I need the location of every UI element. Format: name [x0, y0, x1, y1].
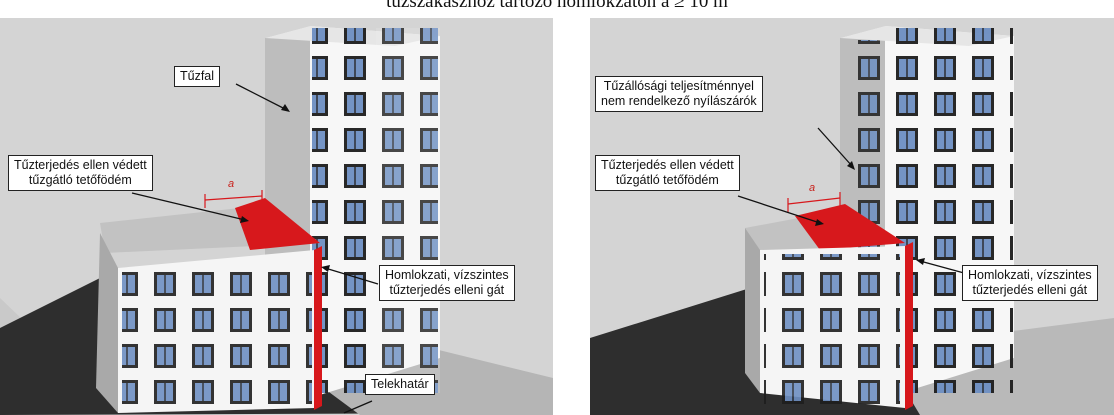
right-fire-protected-roof: [795, 204, 905, 250]
figure-caption: tűzszakaszhoz tartozó homlokzaton a ≥ 10…: [386, 0, 728, 12]
left-fire-protected-roof: [235, 198, 320, 250]
dimension-a-label-right: a: [809, 182, 816, 194]
dimension-a-label: a: [228, 178, 235, 190]
left-vertical-barrier: [314, 246, 322, 410]
label-firewall: Tűzfal: [174, 66, 221, 87]
right-building-illustration: [590, 18, 1114, 415]
label-facade-fire-barrier-right: Homlokzati, vízszintes tűzterjedés ellen…: [962, 265, 1098, 301]
label-facade-fire-barrier: Homlokzati, vízszintes tűzterjedés ellen…: [379, 265, 515, 301]
label-unrated-openings: Tűzállósági teljesítménnyel nem rendelke…: [595, 76, 763, 112]
label-fire-protected-roof: Tűzterjedés ellen védett tűzgátló tetőfö…: [8, 155, 153, 191]
label-fire-protected-roof-right: Tűzterjedés ellen védett tűzgátló tetőfö…: [595, 155, 740, 191]
right-vertical-barrier: [905, 242, 913, 410]
left-building-illustration: [0, 18, 553, 415]
right-illustration-panel: Tűzállósági teljesítménnyel nem rendelke…: [590, 18, 1114, 415]
label-property-boundary: Telekhatár: [365, 374, 435, 395]
left-illustration-panel: Tűzfal Tűzterjedés ellen védett tűzgátló…: [0, 18, 553, 415]
